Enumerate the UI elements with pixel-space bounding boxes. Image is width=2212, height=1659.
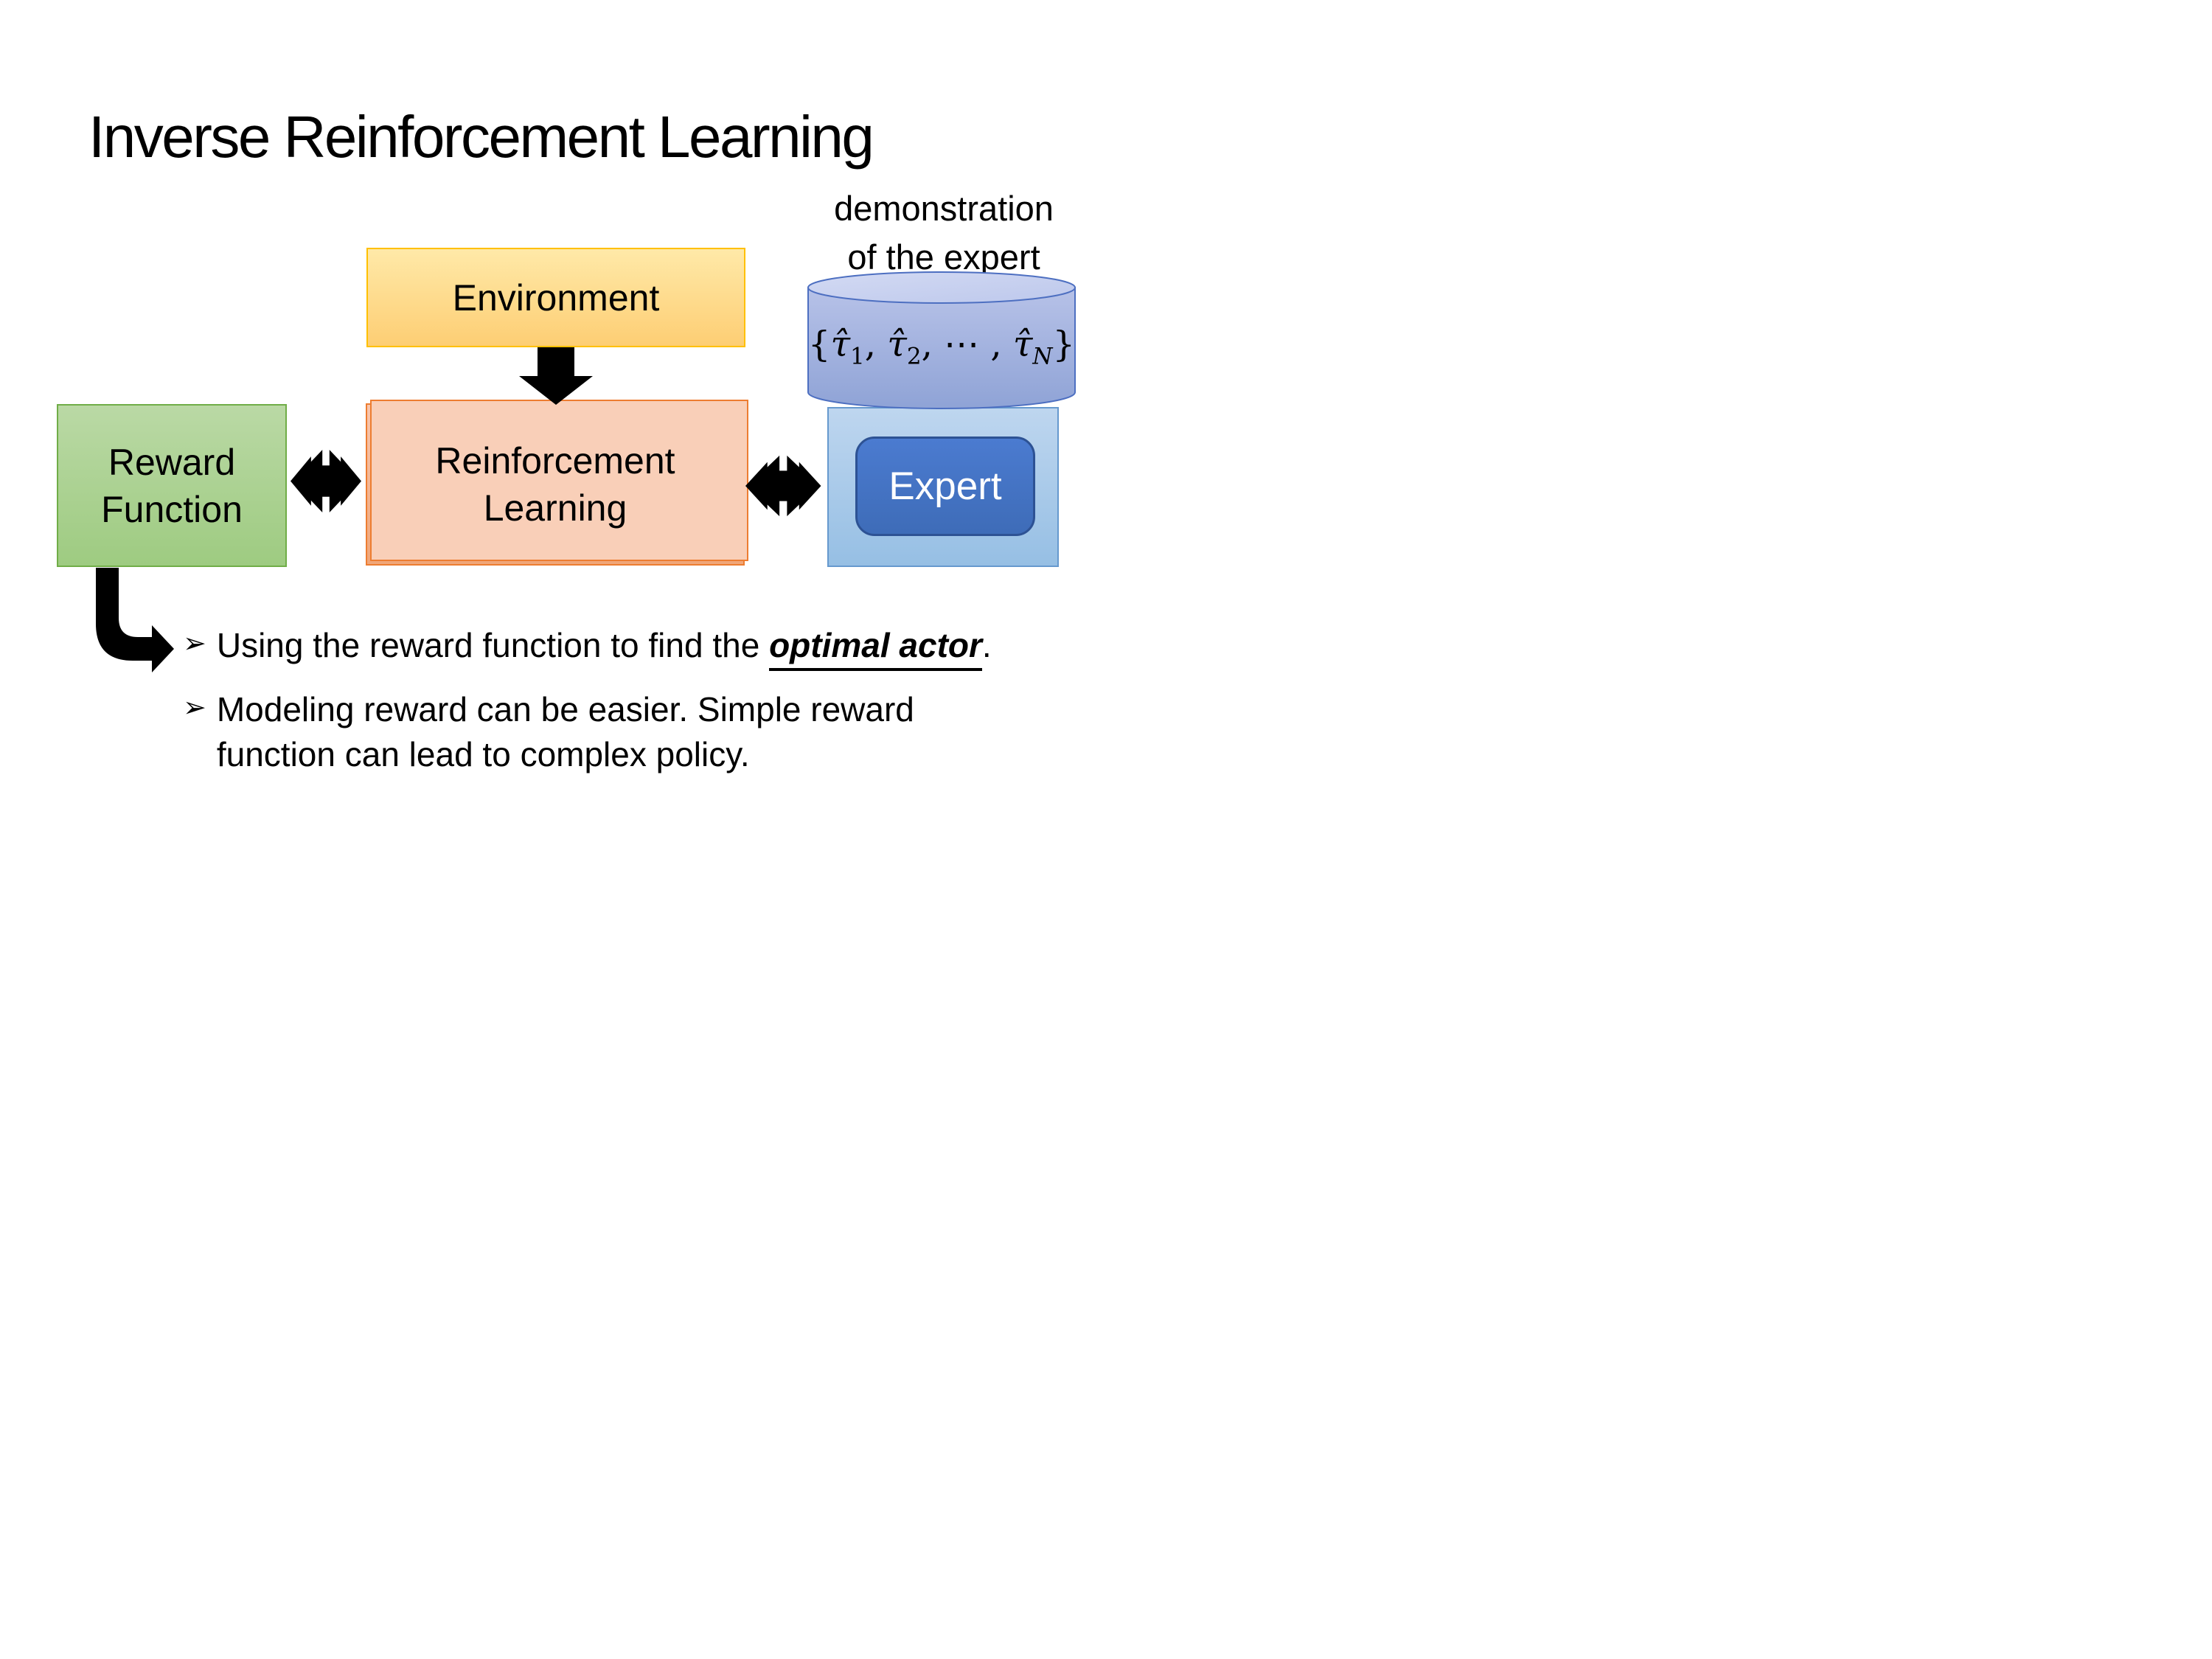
math-sep-1: , <box>864 324 888 365</box>
bullet-1-emphasis: optimal actor <box>769 626 982 671</box>
math-sep-2: , <box>921 324 945 365</box>
cylinder-body <box>807 287 1076 409</box>
bullet-2-line2: function can lead to complex policy. <box>216 735 750 773</box>
reward-label-line2: Function <box>101 488 243 530</box>
elbow-arrow-icon <box>96 568 174 672</box>
math-sep-3: , <box>979 324 1013 365</box>
reward-label-line1: Reward <box>108 441 236 483</box>
math-sub-2: 2 <box>906 343 922 370</box>
bullet-1-text: Using the reward function to find the op… <box>216 623 992 671</box>
arrow-bullet-icon: ➢ <box>183 628 206 659</box>
math-close-brace: } <box>1052 324 1076 365</box>
math-open-brace: { <box>807 324 831 365</box>
demonstration-caption-line1: demonstration <box>834 189 1054 228</box>
reward-function-box: Reward Function <box>57 404 287 567</box>
math-sub-1: 1 <box>850 343 865 370</box>
demonstration-caption: demonstration of the expert <box>778 184 1106 282</box>
expert-label: Expert <box>888 465 1002 508</box>
slide-title: Inverse Reinforcement Learning <box>88 104 874 170</box>
arrow-bullet-icon: ➢ <box>183 692 206 723</box>
rl-label-line1: Reinforcement <box>435 440 675 481</box>
bullet-2-text: Modeling reward can be easier. Simple re… <box>217 687 914 777</box>
database-cylinder-icon <box>807 271 1076 409</box>
slide-canvas: Inverse Reinforcement Learning demonstra… <box>0 0 1106 830</box>
math-sub-N: N <box>1032 343 1053 370</box>
reinforcement-learning-label: Reinforcement Learning <box>435 437 675 532</box>
double-arrow-rl-expert-icon <box>745 450 821 522</box>
bullet-2-line1: Modeling reward can be easier. Simple re… <box>216 690 914 728</box>
cylinder-top <box>807 271 1076 304</box>
rl-label-line2: Learning <box>483 487 627 529</box>
reinforcement-learning-box: Reinforcement Learning <box>366 400 748 566</box>
expert-box: Expert <box>855 437 1035 536</box>
double-arrow-reward-rl-icon <box>291 444 361 518</box>
math-tau-hat-2: τ̂ <box>887 324 907 365</box>
demonstration-caption-line2: of the expert <box>847 237 1040 276</box>
bullet-item-1: ➢ Using the reward function to find the … <box>183 623 992 671</box>
environment-box: Environment <box>366 248 745 347</box>
trajectory-set-math: {τ̂1, τ̂2, ⋯ , τ̂N} <box>807 322 1076 368</box>
bullet-1-pre: Using the reward function to find the <box>216 626 770 664</box>
math-tau-hat-N: τ̂ <box>1012 324 1033 365</box>
down-arrow-icon <box>519 347 593 405</box>
math-dots: ⋯ <box>944 324 980 365</box>
bullet-1-post: . <box>981 626 992 664</box>
math-tau-hat-1: τ̂ <box>830 324 851 365</box>
reward-function-label: Reward Function <box>101 439 243 533</box>
bullet-item-2: ➢ Modeling reward can be easier. Simple … <box>183 687 914 777</box>
environment-label: Environment <box>452 276 660 319</box>
